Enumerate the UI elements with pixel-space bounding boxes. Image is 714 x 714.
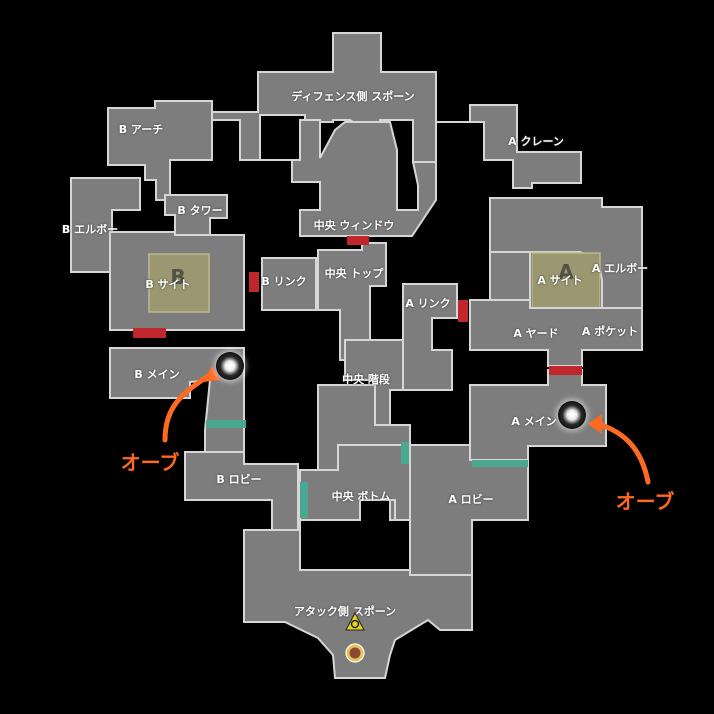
label-attacker-spawn: アタック側 スポーン <box>293 605 397 618</box>
label-b-link: B リンク <box>261 275 307 288</box>
label-b-arch: B アーチ <box>118 123 164 136</box>
label-a-yard: A ヤード <box>513 327 559 340</box>
label-mid-bottom: 中央 ボトム <box>331 490 391 503</box>
a-elbow-area <box>489 251 531 306</box>
label-a-site: A サイト <box>537 274 583 287</box>
b-site-plant <box>148 253 210 313</box>
label-b-lobby: B ロビー <box>216 473 262 486</box>
label-defender-spawn: ディフェンス側 スポーン <box>291 90 415 103</box>
attacker-spawn-area <box>243 519 473 679</box>
a-main-orb-icon <box>558 401 586 429</box>
right-orb-arrow-icon <box>595 421 651 485</box>
b-link-barrier <box>249 272 259 292</box>
left-orb-callout: オーブ <box>120 450 180 475</box>
b-lobby-area <box>184 451 299 531</box>
label-a-lobby: A ロビー <box>448 493 494 506</box>
a-site-letter: A <box>558 260 574 284</box>
mid-window-barrier <box>347 236 369 245</box>
label-b-main: B メイン <box>134 368 180 381</box>
agent-icon <box>345 643 365 663</box>
label-a-crane: A クレーン <box>508 135 564 148</box>
label-mid-stairs: 中央 階段 <box>342 373 390 386</box>
label-mid-window: 中央 ウィンドウ <box>313 219 395 232</box>
b-site-barrier <box>133 328 166 338</box>
right-orb-arrowhead-icon <box>588 414 602 434</box>
a-lobby-door <box>401 442 409 464</box>
a-site-plant <box>531 252 601 309</box>
right-orb-callout: オーブ <box>615 489 675 514</box>
b-elbow-area <box>70 177 141 273</box>
spike-icon <box>345 612 365 631</box>
mid-bottom-area <box>299 444 411 521</box>
label-a-link: A リンク <box>405 297 451 310</box>
label-a-main: A メイン <box>511 415 557 428</box>
a-link-barrier <box>458 300 468 322</box>
label-b-tower: B タワー <box>177 204 223 217</box>
a-link-area <box>402 283 458 391</box>
mid-window-area <box>260 119 437 237</box>
label-b-site: B サイト <box>145 278 191 291</box>
a-main-door <box>472 460 528 467</box>
b-main-orb-icon <box>216 352 244 380</box>
a-main-barrier <box>549 366 582 375</box>
b-main-door <box>206 420 246 428</box>
b-link-area <box>261 257 317 311</box>
left-orb-arrow-icon <box>162 372 213 443</box>
label-mid-top: 中央 トップ <box>324 267 384 280</box>
label-b-elbow: B エルボー <box>61 223 119 236</box>
label-a-elbow: A エルボー <box>591 262 649 275</box>
a-yard-area <box>469 299 643 367</box>
label-a-pocket: A ポケット <box>581 325 639 338</box>
mid-bottom-door <box>300 482 308 518</box>
b-site-letter: B <box>170 265 186 289</box>
